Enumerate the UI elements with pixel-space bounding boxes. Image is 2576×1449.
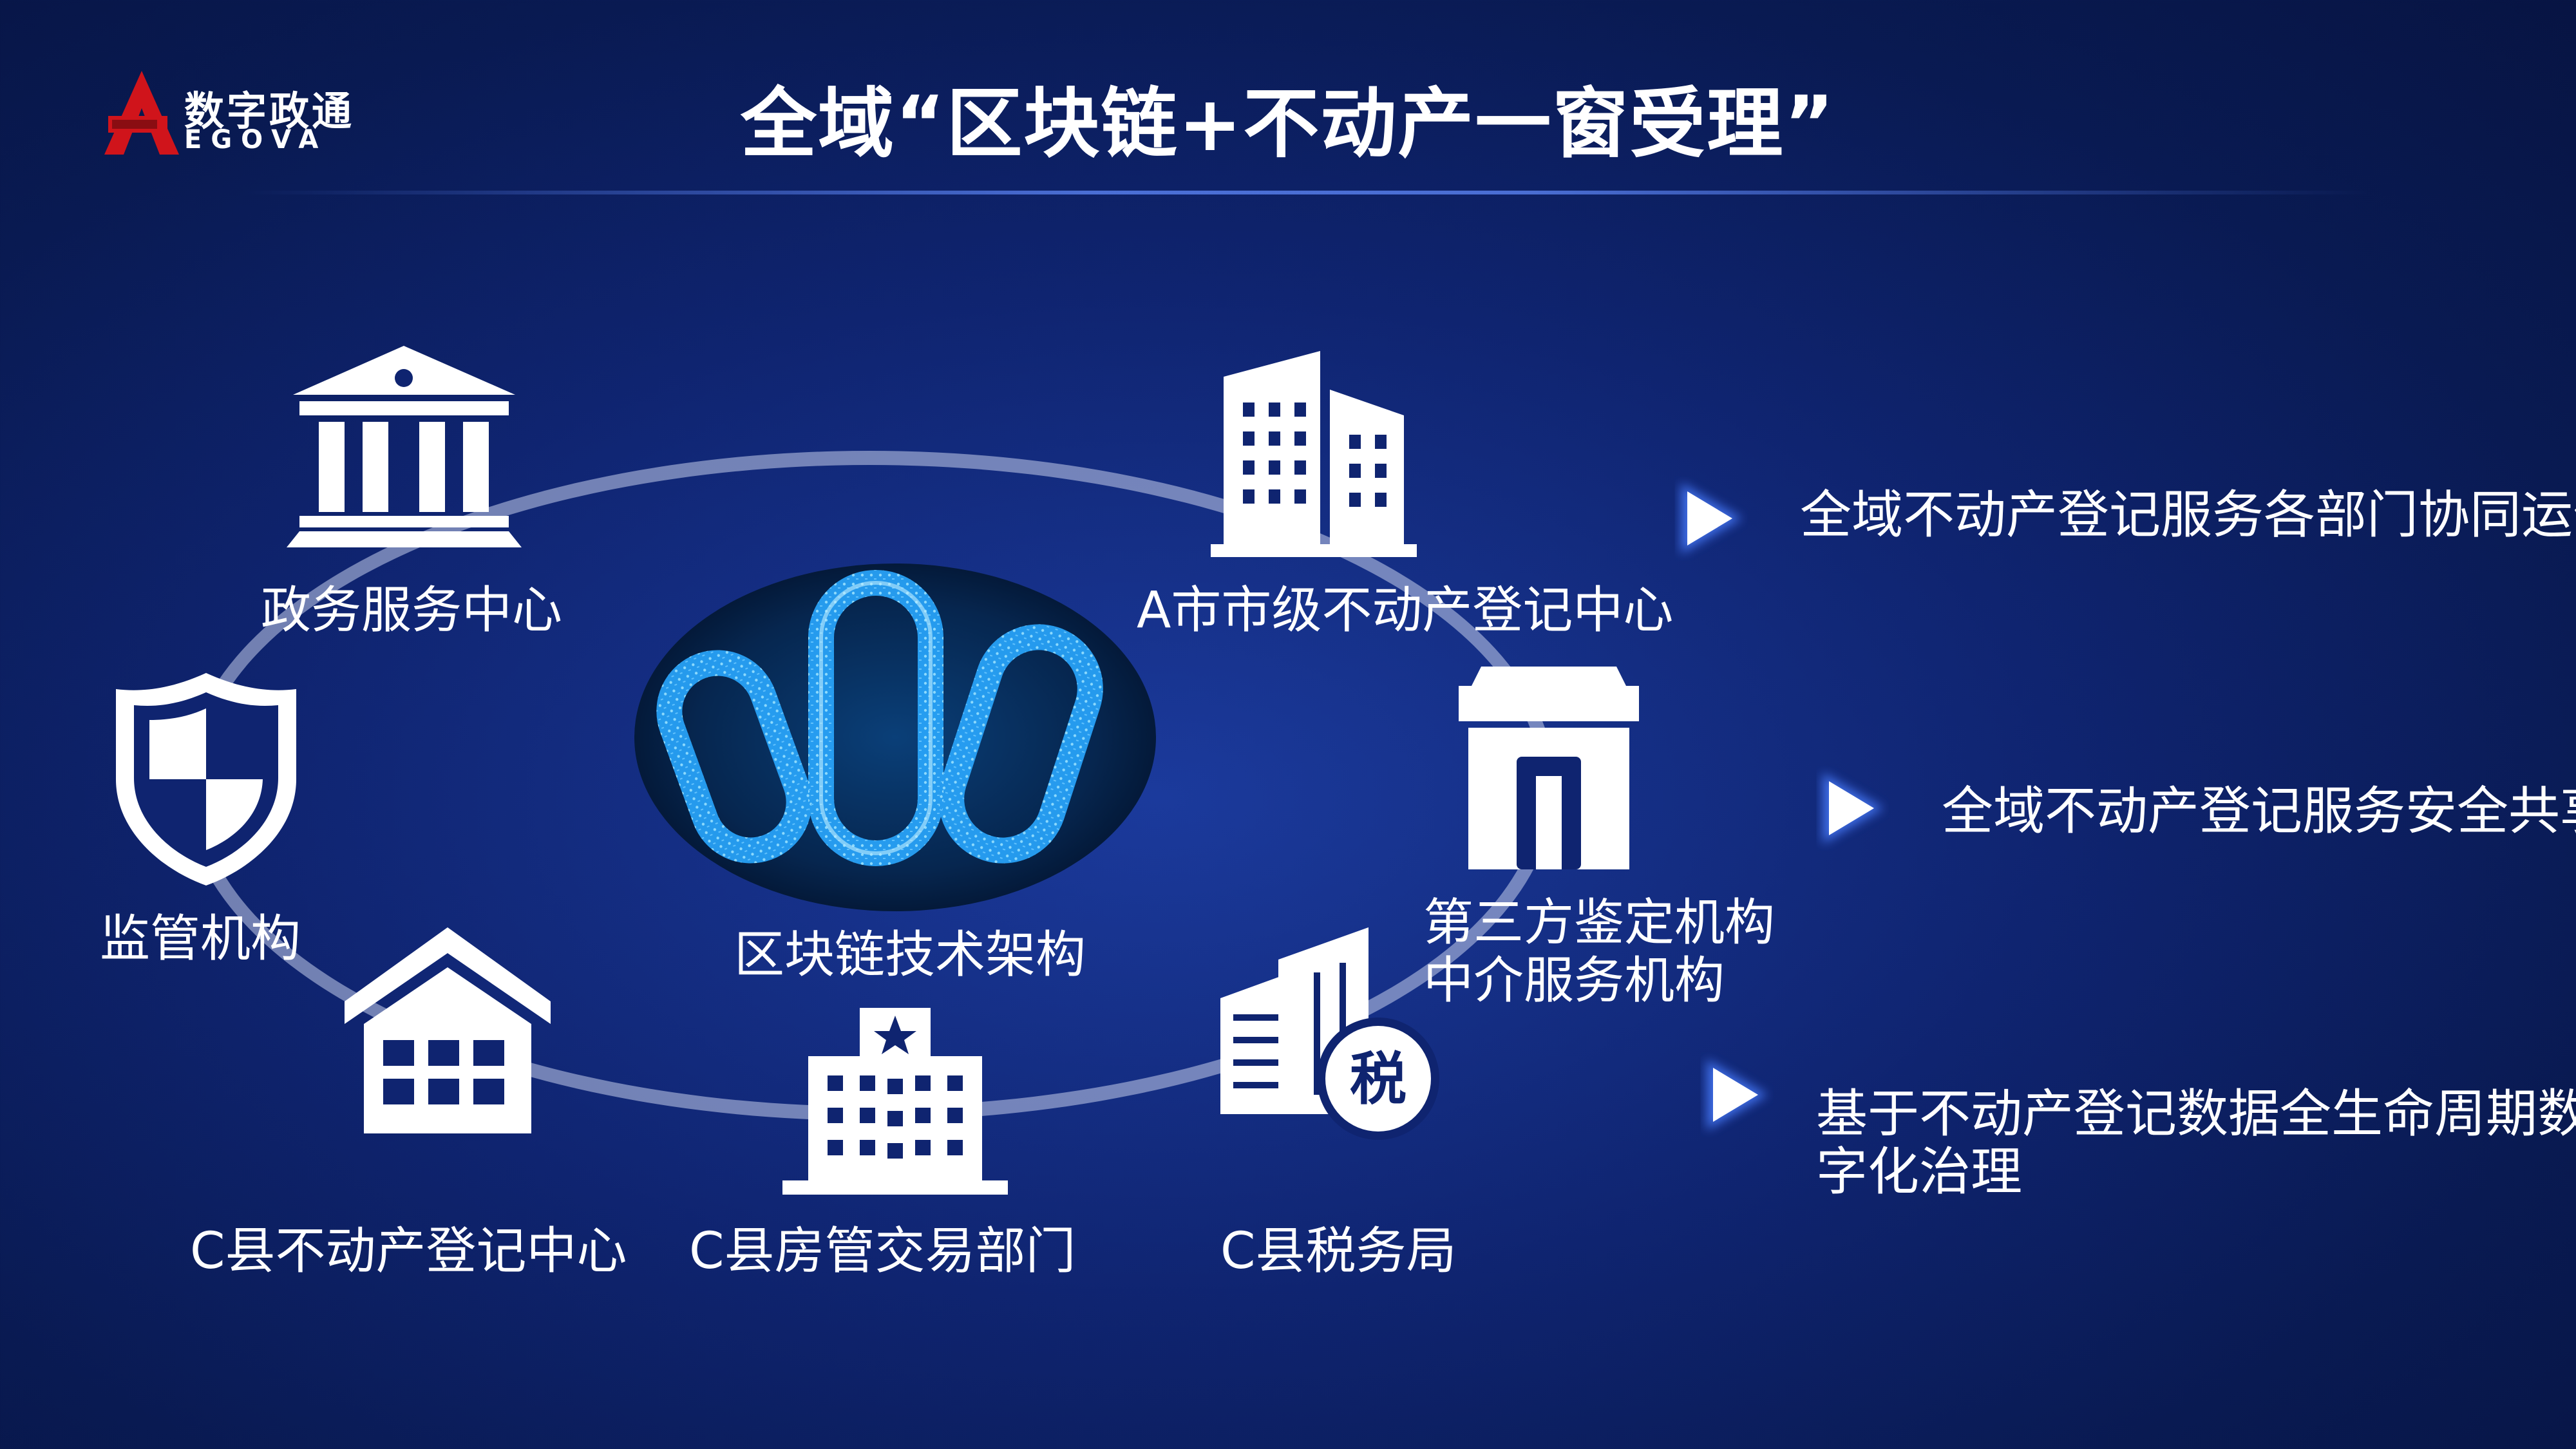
shield-icon	[116, 673, 296, 886]
play-arrow-icon	[1681, 483, 1742, 554]
logo-chinese-name: 数字政通	[184, 88, 355, 135]
play-arrow-icon	[1823, 773, 1884, 844]
company-logo: 数字政通 EGOVA	[103, 71, 374, 161]
benefit-lifecycle-governance-line2: 字化治理	[1816, 1142, 2022, 1202]
benefit-coordination-text: 全域不动产登记服务各部门协同运作	[1800, 485, 2576, 545]
node-third-party-label-line1: 第三方鉴定机构	[1423, 894, 1776, 952]
title-divider	[245, 191, 2370, 194]
office-towers-icon	[1211, 351, 1417, 557]
tax-building-icon: 税	[1220, 927, 1439, 1140]
node-tax-bureau-label: C县税务局	[1220, 1222, 1457, 1280]
node-supervisor-label: 监管机构	[100, 910, 301, 968]
node-county-registration-center-label: C县不动产登记中心	[190, 1222, 627, 1280]
benefit-lifecycle-governance-line1: 基于不动产登记数据全生命周期数	[1816, 1084, 2576, 1144]
node-gov-service-center-label: 政务服务中心	[261, 582, 563, 639]
node-third-party-label-line2: 中介服务机构	[1423, 952, 1725, 1010]
chain-links-icon	[634, 564, 1156, 911]
tax-badge-text: 税	[1350, 1046, 1406, 1112]
star-office-icon	[782, 1008, 1008, 1195]
blockchain-image	[634, 564, 1156, 911]
play-arrow-icon	[1707, 1059, 1768, 1130]
benefit-secure-sharing-text: 全域不动产登记服务安全共享	[1942, 781, 2576, 841]
blockchain-architecture-label: 区块链技术架构	[734, 926, 1086, 984]
node-city-registration-center-label: A市市级不动产登记中心	[1137, 582, 1674, 639]
logo-english-name: EGOVA	[184, 125, 328, 155]
government-building-icon	[287, 346, 522, 547]
page-title: 全域“区块链+不动产一窗受理”	[741, 79, 1835, 168]
egova-logo-mark-icon	[104, 71, 179, 155]
gateway-building-icon	[1459, 667, 1639, 869]
house-icon	[345, 927, 551, 1133]
node-housing-department-label: C县房管交易部门	[689, 1222, 1076, 1280]
